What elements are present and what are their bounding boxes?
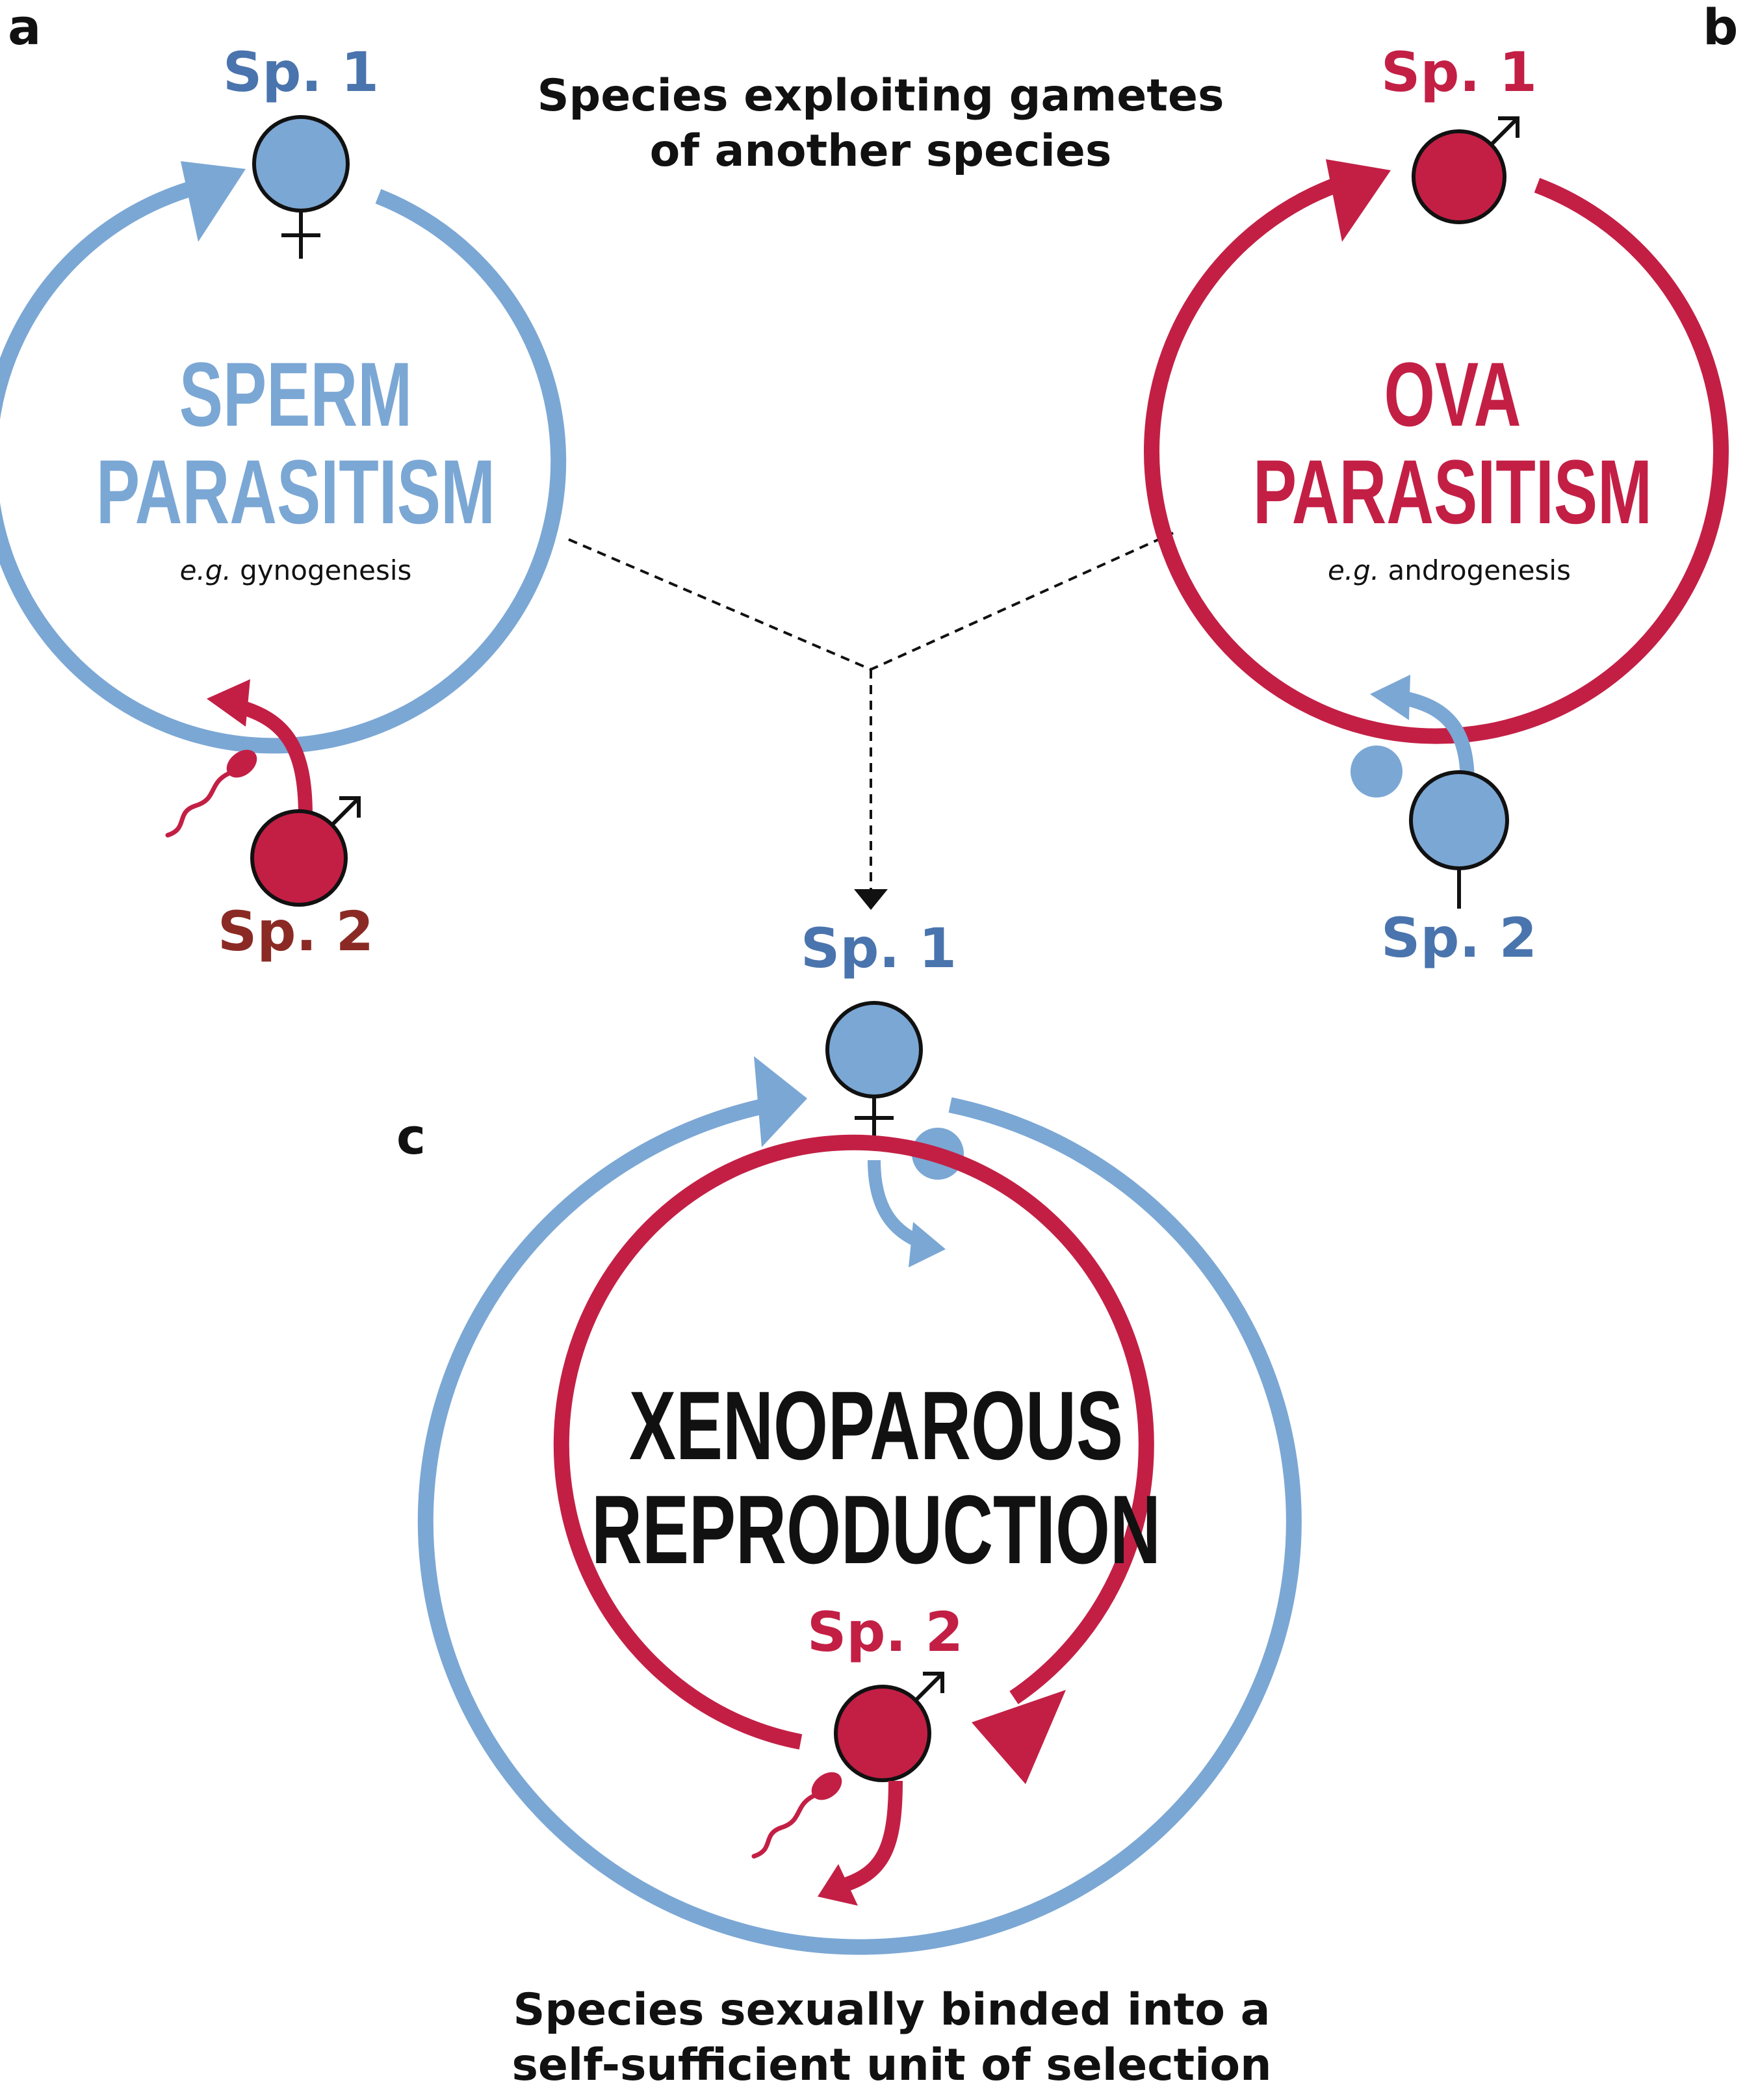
panel-a-bottom-species-label: Sp. 2 [218,900,374,963]
panel-a-title-line1: SPERM [179,344,412,445]
dashed-connector [568,532,1174,910]
panel-a-title-line2: PARASITISM [96,441,495,543]
panel-a-sperm-parasitism: Sp. 1 SPERM PARASITISM e.g. gynogenesis … [0,40,567,963]
panel-b-title-line1: OVA [1384,344,1521,445]
male-symbol-icon [1412,116,1519,224]
panel-c-title-line1: XENOPAROUS [629,1371,1123,1481]
top-caption-line2: of another species [650,125,1112,177]
bottom-caption-line1: Species sexually binded into a [513,1984,1270,2036]
panel-a-cycle-arrowhead [181,161,246,242]
panel-c-sperm-entry-arrowhead [818,1864,858,1906]
panel-label-a: a [8,0,41,56]
panel-c-inner-species-label: Sp. 2 [807,1600,963,1664]
panel-a-entry-arrowhead [207,679,250,727]
panel-label-c: c [396,1108,426,1165]
panel-a-cycle-ring [0,181,567,754]
sperm-icon [165,749,257,838]
panel-label-b: b [1703,0,1738,56]
panel-a-entry-arrow [232,698,313,816]
panel-b-bottom-species-label: Sp. 2 [1381,906,1537,970]
female-symbol-icon [252,115,350,259]
panel-c-outer-cycle-ring [417,1097,1302,1955]
male-symbol-icon [250,796,361,907]
panel-b-cycle-arrowhead [1326,159,1391,242]
panel-c-sperm-entry-arrow [842,1780,903,1892]
female-symbol-icon [825,1001,923,1143]
bottom-caption-line2: self-sufficient unit of selection [511,2040,1271,2091]
panel-c-inner-cycle-arrowhead [972,1690,1066,1784]
panel-b-cycle-ring [1144,177,1729,744]
sperm-icon [751,1772,842,1859]
panel-a-example: e.g. gynogenesis [180,554,412,586]
reduced-female-symbol-icon [1409,770,1509,909]
panel-b-top-species-label: Sp. 1 [1381,40,1537,104]
panel-b-ova-parasitism: Sp. 1 OVA PARASITISM e.g. androgenesis S… [1144,40,1729,970]
panel-c-inner-cycle-ring [553,1134,1154,1750]
panel-b-entry-arrow [1396,690,1475,784]
top-caption: Species exploiting gametes of another sp… [537,70,1224,177]
bottom-caption: Species sexually binded into a self-suff… [511,1984,1271,2091]
top-caption-line1: Species exploiting gametes [537,70,1224,122]
connector-arrowhead [854,889,888,910]
panel-c-outer-cycle-arrowhead [754,1056,807,1147]
panel-c-top-species-label: Sp. 1 [801,916,957,980]
panel-c-title-line2: REPRODUCTION [591,1475,1161,1585]
male-symbol-icon [834,1672,944,1782]
panel-b-title-line2: PARASITISM [1253,441,1652,543]
panel-c-egg-entry-arrowhead [909,1222,946,1267]
ovum-icon [1351,745,1402,797]
panel-a-top-species-label: Sp. 1 [223,40,379,104]
panel-c-xenoparous-reproduction: Sp. 1 XENOPAROUS REPRODUCTION Sp. 2 [417,916,1302,1955]
panel-b-example: e.g. androgenesis [1328,554,1571,586]
panel-b-entry-arrowhead [1370,675,1410,720]
